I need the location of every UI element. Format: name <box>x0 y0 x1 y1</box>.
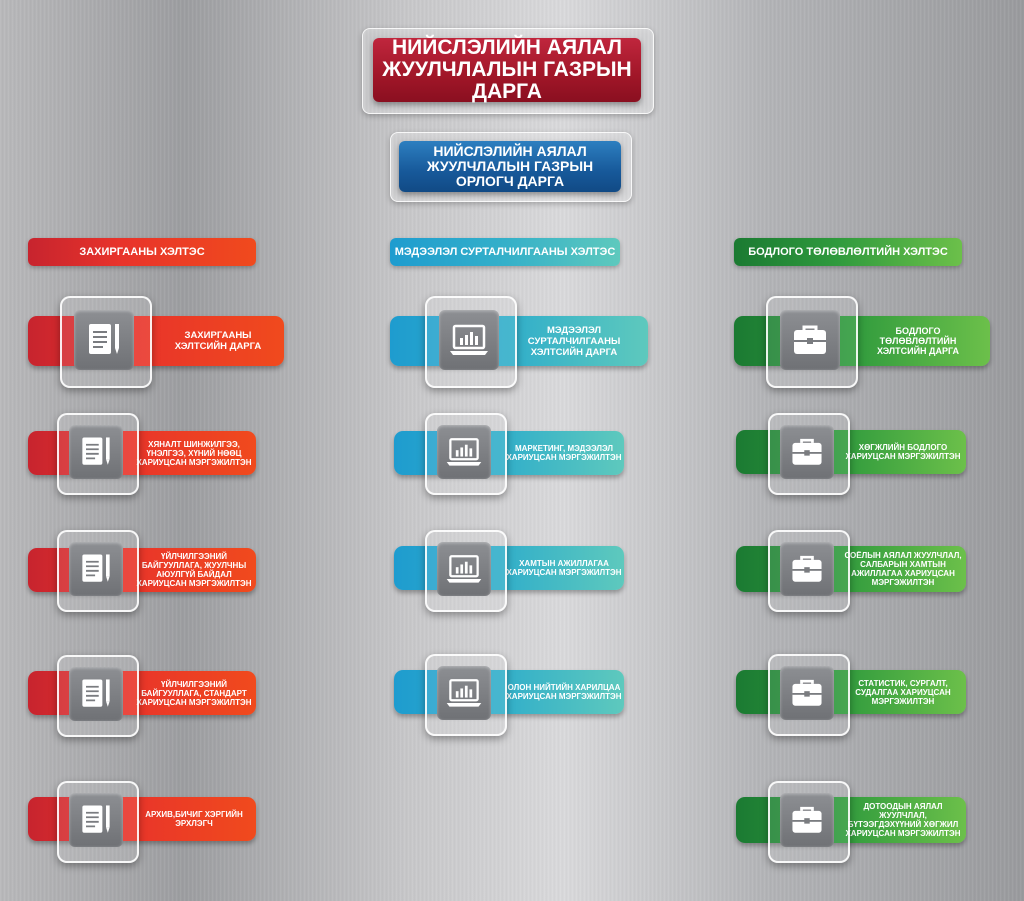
deputy-director-title: НИЙСЛЭЛИЙН АЯЛАЛ ЖУУЛЧЛАЛЫН ГАЗРЫН ОРЛОГ… <box>399 141 621 192</box>
position-label: БОДЛОГО ТӨЛӨВЛӨЛТИЙН ХЭЛТСИЙН ДАРГА <box>876 326 960 356</box>
position-card: ҮЙЛЧИЛГЭЭНИЙ БАЙГУУЛЛАГА, ЖУУЛЧНЫ АЮУЛГҮ… <box>28 548 256 592</box>
position-icon-frame <box>425 413 507 495</box>
briefcase-icon <box>794 325 826 354</box>
position-label: МАРКЕТИНГ, МЭДЭЭЛЭЛ ХАРИУЦСАН МЭРГЭЖИЛТЭ… <box>506 444 622 462</box>
position-label: АРХИВ,БИЧИГ ХЭРГИЙН ЭРХЛЭГЧ <box>145 810 243 828</box>
document-pen-icon <box>82 679 110 707</box>
briefcase-icon <box>792 555 822 582</box>
position-icon-frame <box>425 530 507 612</box>
laptop-chart-icon <box>450 324 488 355</box>
position-icon-frame <box>60 296 152 388</box>
position-icon-frame <box>768 781 850 863</box>
laptop-chart-icon <box>446 438 482 466</box>
position-card: МЭДЭЭЛЭЛ СУРТАЛЧИЛГААНЫ ХЭЛТСИЙН ДАРГА <box>390 316 648 366</box>
position-icon-frame <box>57 655 139 737</box>
position-icon-frame <box>57 781 139 863</box>
position-card: ЗАХИРГААНЫ ХЭЛТСИЙН ДАРГА <box>28 316 284 366</box>
position-label: ҮЙЛЧИЛГЭЭНИЙ БАЙГУУЛЛАГА, СТАНДАРТ ХАРИУ… <box>136 679 252 707</box>
position-label: ЗАХИРГААНЫ ХЭЛТСИЙН ДАРГА <box>174 330 262 352</box>
position-label: ҮЙЛЧИЛГЭЭНИЙ БАЙГУУЛЛАГА, ЖУУЛЧНЫ АЮУЛГҮ… <box>136 552 252 588</box>
position-label: ОЛОН НИЙТИЙН ХАРИЛЦАА ХАРИУЦСАН МЭРГЭЖИЛ… <box>506 683 622 701</box>
director-title: НИЙСЛЭЛИЙН АЯЛАЛ ЖУУЛЧЛАЛЫН ГАЗРЫН ДАРГА <box>373 37 641 103</box>
position-card: ХАМТЫН АЖИЛЛАГАА ХАРИУЦСАН МЭРГЭЖИЛТЭН <box>394 546 624 590</box>
briefcase-icon <box>792 438 822 465</box>
laptop-chart-icon <box>446 555 482 583</box>
position-icon-frame <box>768 654 850 736</box>
position-card: ОЛОН НИЙТИЙН ХАРИЛЦАА ХАРИУЦСАН МЭРГЭЖИЛ… <box>394 670 624 714</box>
position-label: ХӨГЖЛИЙН БОДЛОГО ХАРИУЦСАН МЭРГЭЖИЛТЭН <box>845 443 961 461</box>
dept-header-information: МЭДЭЭЛЭЛ СУРТАЛЧИЛГААНЫ ХЭЛТЭС <box>390 238 620 266</box>
position-icon-frame <box>768 530 850 612</box>
dept-header-administration: ЗАХИРГААНЫ ХЭЛТЭС <box>28 238 256 266</box>
position-icon-frame <box>425 296 517 388</box>
position-label: МЭДЭЭЛЭЛ СУРТАЛЧИЛГААНЫ ХЭЛТСИЙН ДАРГА <box>527 324 621 358</box>
briefcase-icon <box>792 806 822 833</box>
position-icon-frame <box>766 296 858 388</box>
document-pen-icon <box>82 554 110 582</box>
position-icon-frame <box>425 654 507 736</box>
position-icon-frame <box>57 413 139 495</box>
briefcase-icon <box>792 679 822 706</box>
dept-header-policy: БОДЛОГО ТӨЛӨВЛӨЛТИЙН ХЭЛТЭС <box>734 238 962 266</box>
position-label: ХАМТЫН АЖИЛЛАГАА ХАРИУЦСАН МЭРГЭЖИЛТЭН <box>506 559 622 577</box>
position-label: ДОТООДЫН АЯЛАЛ ЖУУЛЧЛАЛ, БҮТЭЭГДЭХҮҮНИЙ … <box>845 802 961 838</box>
position-card: СТАТИСТИК, СУРГАЛТ, СУДАЛГАА ХАРИУЦСАН М… <box>736 670 966 714</box>
position-card: ДОТООДЫН АЯЛАЛ ЖУУЛЧЛАЛ, БҮТЭЭГДЭХҮҮНИЙ … <box>736 797 966 843</box>
position-card: БОДЛОГО ТӨЛӨВЛӨЛТИЙН ХЭЛТСИЙН ДАРГА <box>734 316 990 366</box>
position-label: СТАТИСТИК, СУРГАЛТ, СУДАЛГАА ХАРИУЦСАН М… <box>855 678 951 706</box>
position-label: ХЯНАЛТ ШИНЖИЛГЭЭ, ҮНЭЛГЭЭ, ХҮНИЙ НӨӨЦ ХА… <box>136 439 252 467</box>
document-pen-icon <box>89 324 119 354</box>
position-card: СОЁЛЫН АЯЛАЛ ЖУУЛЧЛАЛ, САЛБАРЫН ХАМТЫН А… <box>736 546 966 592</box>
position-card: МАРКЕТИНГ, МЭДЭЭЛЭЛ ХАРИУЦСАН МЭРГЭЖИЛТЭ… <box>394 431 624 475</box>
position-icon-frame <box>768 413 850 495</box>
document-pen-icon <box>82 437 110 465</box>
position-card: ХӨГЖЛИЙН БОДЛОГО ХАРИУЦСАН МЭРГЭЖИЛТЭН <box>736 430 966 474</box>
position-label: СОЁЛЫН АЯЛАЛ ЖУУЛЧЛАЛ, САЛБАРЫН ХАМТЫН А… <box>844 551 962 587</box>
position-card: ҮЙЛЧИЛГЭЭНИЙ БАЙГУУЛЛАГА, СТАНДАРТ ХАРИУ… <box>28 671 256 715</box>
position-card: ХЯНАЛТ ШИНЖИЛГЭЭ, ҮНЭЛГЭЭ, ХҮНИЙ НӨӨЦ ХА… <box>28 431 256 475</box>
document-pen-icon <box>82 805 110 833</box>
position-card: АРХИВ,БИЧИГ ХЭРГИЙН ЭРХЛЭГЧ <box>28 797 256 841</box>
position-icon-frame <box>57 530 139 612</box>
laptop-chart-icon <box>446 679 482 707</box>
